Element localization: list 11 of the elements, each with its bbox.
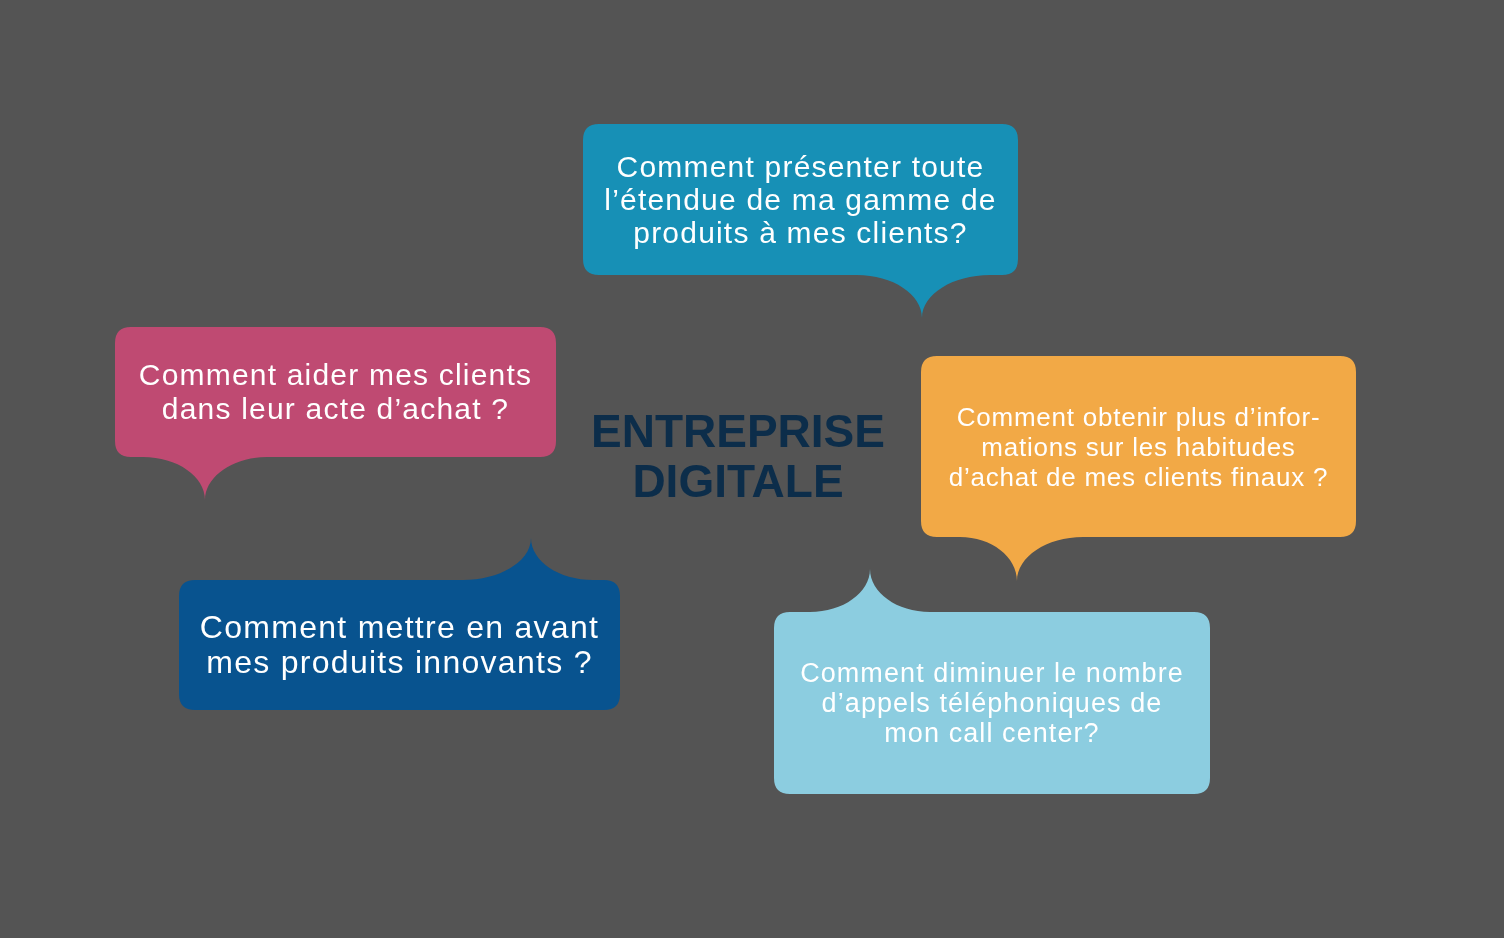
speech-bubble <box>921 356 1356 581</box>
speech-bubble <box>583 124 1018 318</box>
bubble-text: Comment aider mes clients dans leur acte d’achat ? <box>137 358 534 426</box>
diagram-title: ENTREPRISE DIGITALE <box>590 406 886 506</box>
bubble-text: Comment présenter toute l’étendue de ma gamme de produits à mes clients? <box>603 150 998 249</box>
bubble-text: Comment mettre en avant mes produits innovants ? <box>198 610 601 680</box>
speech-bubble <box>179 538 620 710</box>
speech-bubble <box>774 569 1210 794</box>
bubble-text: Comment obtenir plus d’infor- mations sur les habitudes d’achat de mes clients finaux ? <box>947 401 1330 492</box>
bubble-text: Comment diminuer le nombre d’appels téléphoniques de mon call center? <box>799 658 1185 748</box>
speech-bubble <box>115 327 556 500</box>
